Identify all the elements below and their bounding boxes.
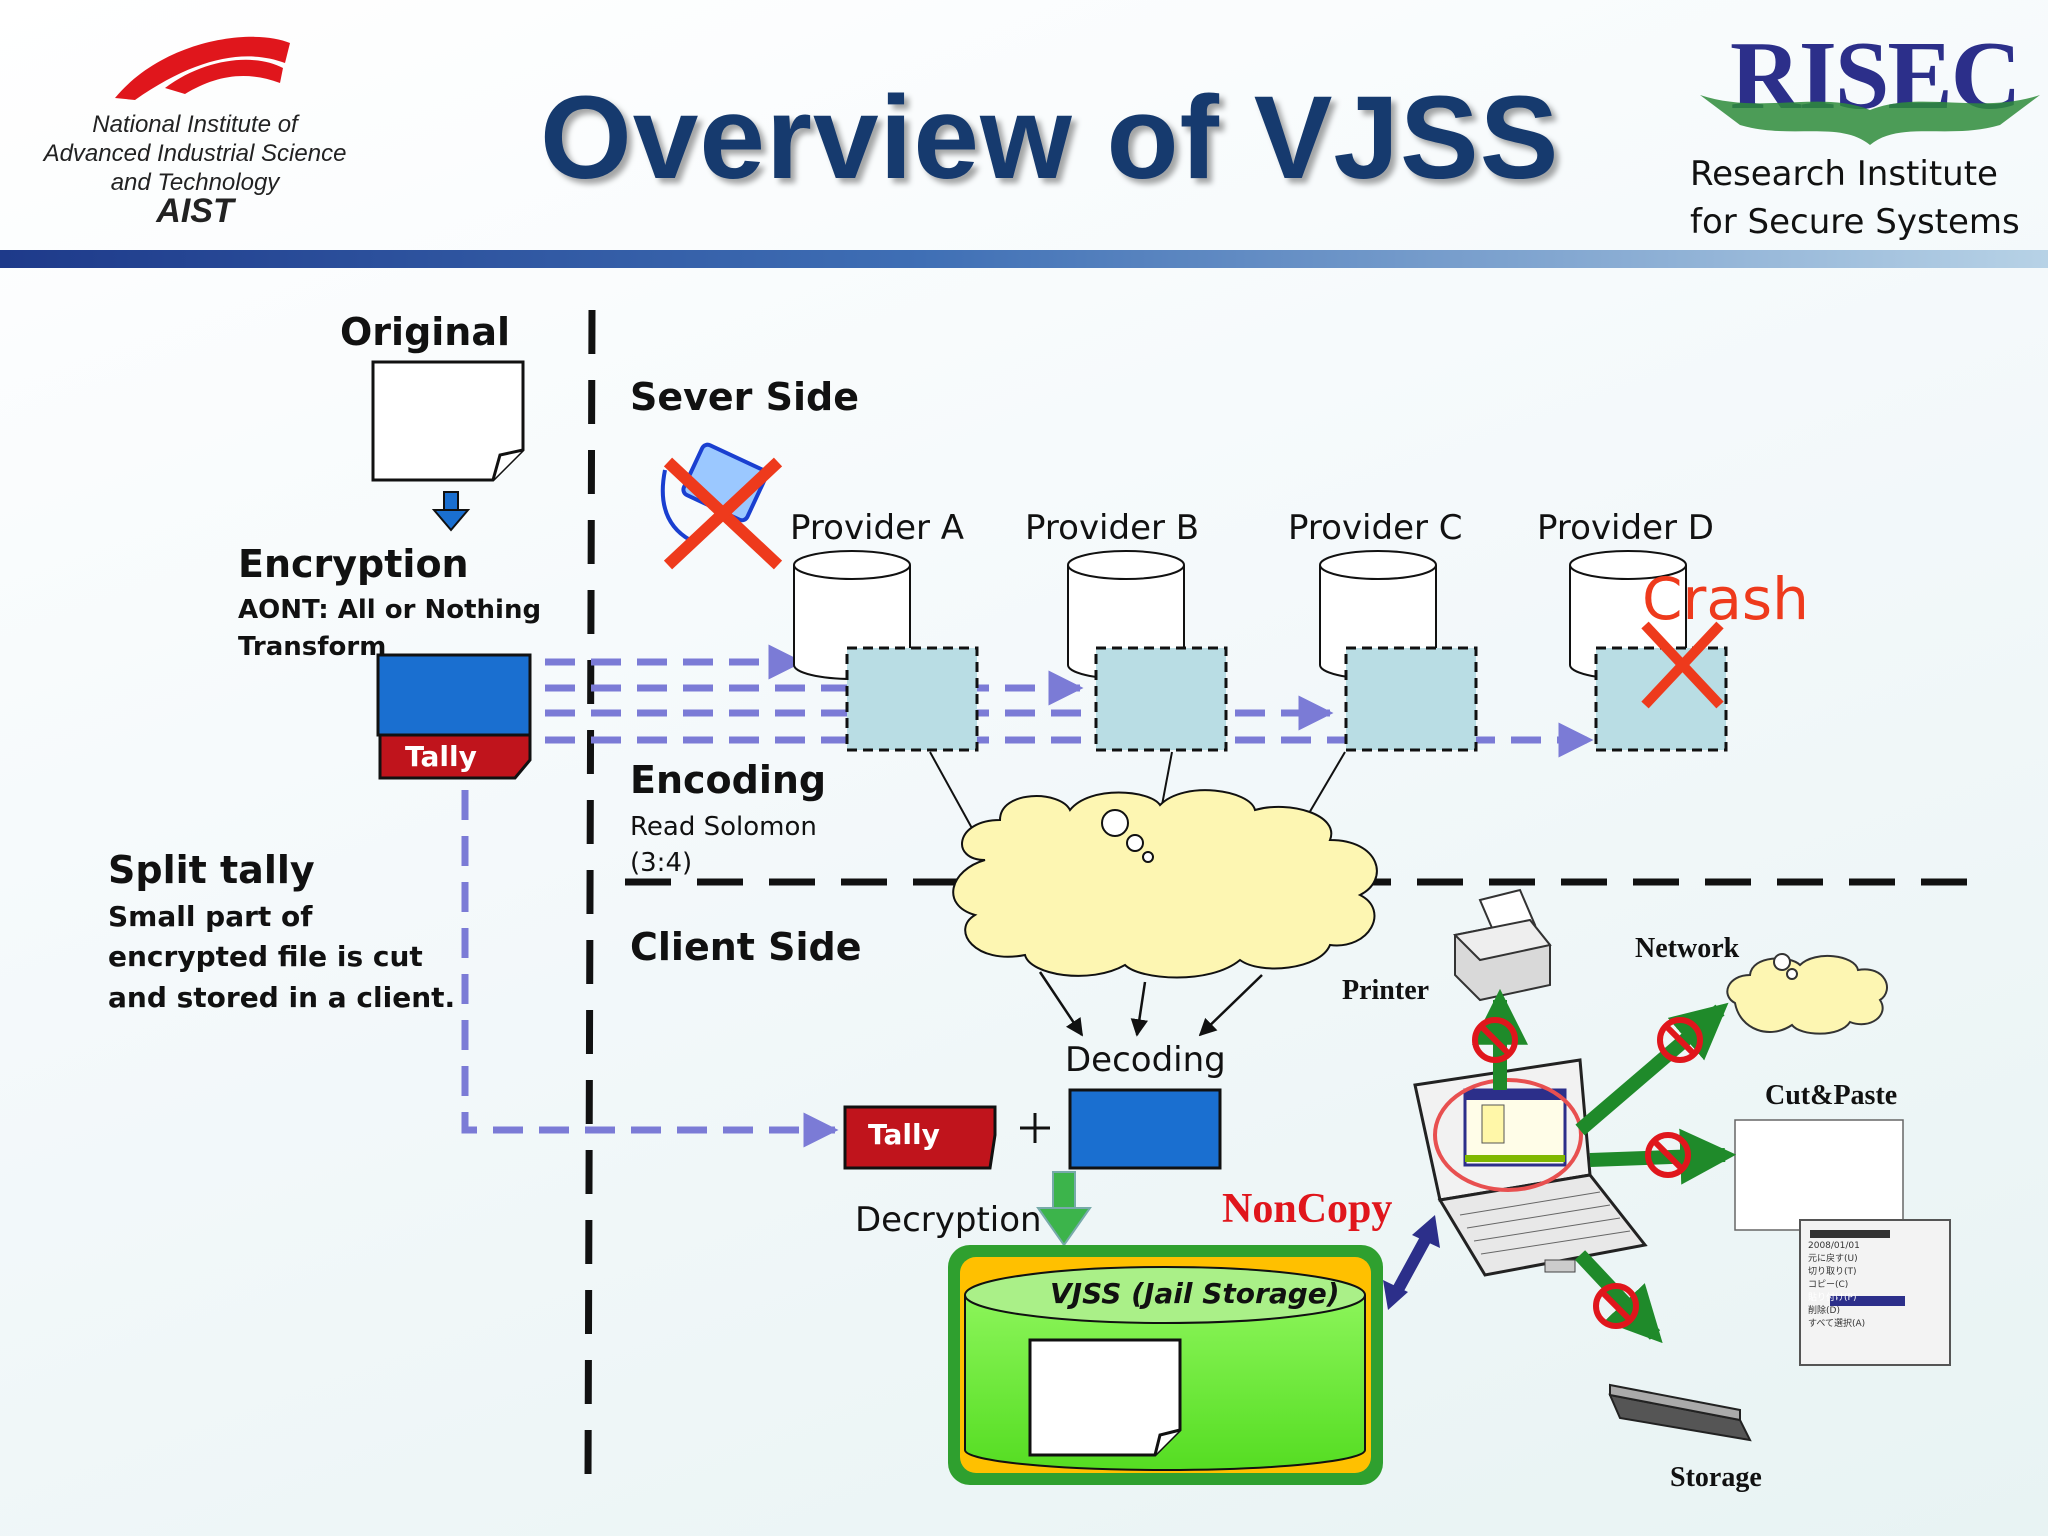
shard-c	[1344, 646, 1478, 752]
encrypt-down-arrow	[431, 491, 471, 532]
crash-label: Crash	[1642, 565, 1809, 633]
shard-a	[845, 646, 979, 752]
cutpaste-window-icon	[1734, 1119, 1951, 1366]
menu-item: 削除(D)	[1808, 1306, 1840, 1316]
page-title: Overview of VJSS	[540, 72, 1560, 204]
menu-item: コピー(C)	[1808, 1280, 1849, 1290]
jailed-document-icon	[1028, 1338, 1182, 1457]
menu-item: すべて選択(A)	[1808, 1319, 1866, 1329]
split-line-2: encrypted file is cut	[108, 940, 423, 973]
split-line-3: and stored in a client.	[108, 981, 456, 1014]
noncopy-label: NonCopy	[1222, 1186, 1393, 1232]
noncopy-link-arrow	[1383, 1215, 1440, 1310]
menu-item: 2008/01/01	[1808, 1241, 1860, 1251]
cutpaste-arrow	[1589, 1128, 1737, 1185]
printer-label: Printer	[1342, 975, 1430, 1006]
decryption-label: Decryption	[855, 1200, 1042, 1240]
printer-icon	[1452, 888, 1552, 1002]
aist-swoosh-icon	[115, 36, 290, 100]
context-menu: 2008/01/01 元に戻す(U) 切り取り(T) コピー(C) 貼り付け(P…	[1808, 1240, 1865, 1331]
provider-b-label: Provider B	[1025, 508, 1200, 548]
aist-logo-text: National Institute of Advanced Industria…	[20, 110, 370, 230]
tally-label-client: Tally	[868, 1118, 940, 1151]
storage-arrow	[1574, 1250, 1663, 1344]
encoding-detail-2: (3:4)	[630, 848, 693, 878]
shard-d	[1594, 646, 1728, 752]
prohibited-icons	[1472, 1017, 1703, 1329]
risec-line2: for Secure Systems	[1690, 202, 2020, 242]
crash-x-icon	[1641, 621, 1724, 709]
aist-short: AIST	[156, 192, 234, 230]
jail-storage	[948, 1245, 1383, 1485]
decryption-arrow	[1036, 1171, 1092, 1247]
split-line-1: Small part of	[108, 900, 313, 933]
encoding-detail-1: Read Solomon	[630, 812, 817, 842]
provider-d-label: Provider D	[1537, 508, 1714, 548]
storage-cloud-icon	[952, 789, 1378, 979]
menu-item: 元に戻す(U)	[1808, 1254, 1858, 1264]
original-label: Original	[340, 310, 511, 354]
server-side-label: Sever Side	[630, 375, 860, 419]
risec-line1: Research Institute	[1690, 154, 1998, 194]
menu-item: 切り取り(T)	[1808, 1267, 1857, 1277]
provider-a-label: Provider A	[790, 508, 965, 548]
provider-c-label: Provider C	[1288, 508, 1463, 548]
encryption-label: Encryption	[238, 542, 469, 586]
encrypted-block	[376, 653, 532, 737]
decoded-block	[1068, 1088, 1222, 1170]
split-tally-title: Split tally	[108, 848, 315, 892]
client-side-label: Client Side	[630, 925, 862, 969]
network-cloud-icon	[1726, 953, 1888, 1035]
tally-block-client	[843, 1105, 997, 1170]
aont-label-1: AONT: All or Nothing	[238, 595, 542, 625]
cutpaste-label: Cut&Paste	[1765, 1080, 1898, 1111]
decoding-label: Decoding	[1065, 1040, 1226, 1080]
shard-b	[1094, 646, 1228, 752]
camera-blocked-icon	[660, 442, 783, 570]
header-divider-bar	[0, 250, 2048, 268]
risec-subtitle: Research Institute for Secure Systems	[1690, 150, 2020, 246]
network-label: Network	[1635, 933, 1740, 964]
jail-storage-label: VJSS (Jail Storage)	[1050, 1277, 1340, 1310]
encoding-label: Encoding	[630, 758, 827, 802]
original-document-icon	[371, 360, 525, 482]
aist-line1: National Institute of	[92, 111, 298, 138]
aist-line3: and Technology	[110, 169, 280, 196]
aist-line2: Advanced Industrial Science	[43, 140, 347, 167]
laptop-icon	[1413, 1058, 1648, 1277]
risec-wave-icon	[1700, 95, 2040, 145]
side-divider-line	[584, 309, 596, 1481]
tally-label-left: Tally	[405, 740, 477, 773]
aont-label-2: Transform	[238, 632, 387, 662]
tally-block-left	[378, 733, 532, 780]
storage-label: Storage	[1670, 1462, 1762, 1493]
usb-storage-icon	[1608, 1383, 1752, 1442]
menu-item: 貼り付け(P)	[1808, 1293, 1857, 1303]
